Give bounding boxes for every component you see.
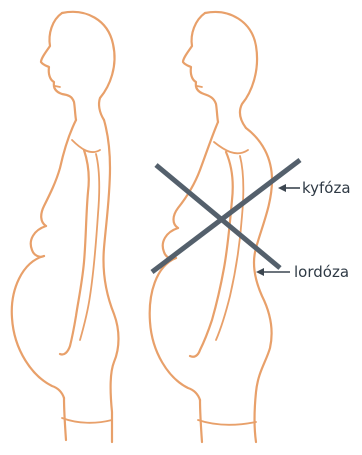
poor-belly [150, 258, 200, 400]
kyphosis-arrowhead [278, 184, 286, 192]
poor-face-outline [183, 13, 218, 122]
correct-head-outline [62, 12, 115, 120]
lordosis-annotation: lordóza [256, 263, 349, 281]
correct-belly [12, 256, 64, 398]
correct-back [103, 120, 118, 442]
poor-hem [198, 420, 256, 425]
kyphosis-annotation: kyfóza [278, 179, 351, 197]
correct-front-torso [41, 120, 76, 226]
lordosis-label: lordóza [294, 263, 349, 281]
correct-hem [62, 418, 112, 423]
correct-strap [72, 140, 100, 152]
kyphosis-label: kyfóza [302, 179, 351, 197]
poor-back [246, 128, 272, 442]
lordosis-arrowhead [256, 268, 264, 276]
poor-mouth [197, 86, 202, 87]
correct-face-outline [41, 13, 76, 120]
poor-head-outline [205, 12, 257, 128]
figure-correct-posture [12, 12, 119, 442]
correct-mouth [55, 86, 60, 87]
poor-arm [190, 152, 233, 357]
correct-bust [31, 226, 46, 257]
poor-arm-inner [216, 156, 243, 340]
poor-strap [214, 142, 248, 153]
